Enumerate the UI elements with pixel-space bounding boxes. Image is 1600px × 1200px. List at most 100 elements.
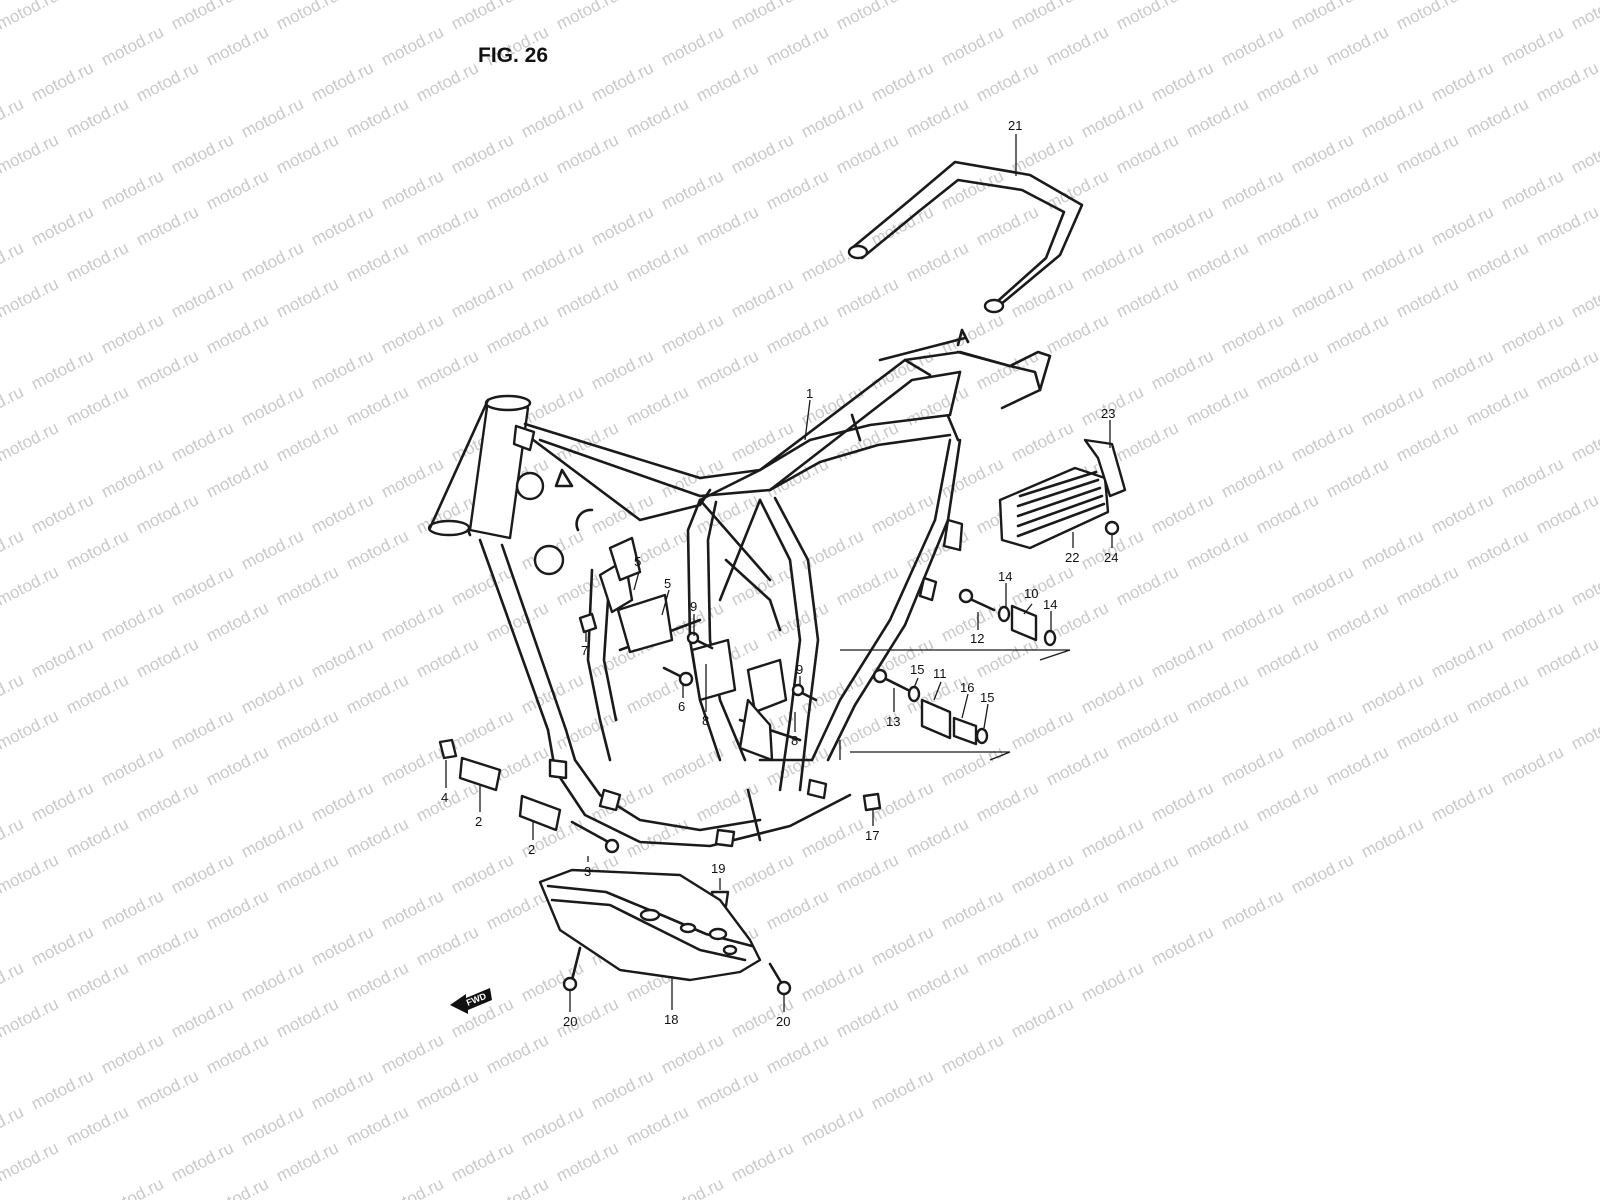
watermark-text: motod.ru: [1288, 562, 1356, 609]
watermark-text: motod.ru: [273, 418, 341, 465]
watermark-text: motod.ru: [0, 274, 62, 321]
watermark-text: motod.ru: [0, 994, 62, 1041]
watermark-text: motod.ru: [238, 1102, 306, 1149]
watermark-text: motod.ru: [833, 562, 901, 609]
watermark-text: motod.ru: [98, 598, 166, 645]
figure-title: FIG. 26: [478, 44, 548, 67]
watermark-text: motod.ru: [343, 526, 411, 573]
watermark-text: motod.ru: [273, 130, 341, 177]
watermark-text: motod.ru: [833, 130, 901, 177]
watermark-text: motod.ru: [63, 382, 131, 429]
watermark-text: motod.ru: [938, 742, 1006, 789]
watermark-text: motod.ru: [518, 1102, 586, 1149]
callout-9-right: 9: [796, 662, 803, 677]
watermark-text: motod.ru: [1008, 850, 1076, 897]
watermark-text: motod.ru: [1078, 814, 1146, 861]
watermark-text: motod.ru: [378, 454, 446, 501]
watermark-text: motod.ru: [63, 238, 131, 285]
callout-18: 18: [664, 1012, 678, 1027]
watermark-text: motod.ru: [553, 130, 621, 177]
watermark-text: motod.ru: [763, 22, 831, 69]
watermark-text: motod.ru: [1288, 418, 1356, 465]
watermark-text: motod.ru: [1463, 526, 1531, 573]
watermark-text: motod.ru: [588, 1066, 656, 1113]
callout-15-left: 15: [910, 662, 924, 677]
watermark-text: motod.ru: [1393, 418, 1461, 465]
hardware-drawing: [438, 588, 1071, 908]
watermark-text: motod.ru: [0, 0, 62, 34]
watermark-text: motod.ru: [1428, 634, 1496, 681]
watermark-text: motod.ru: [518, 94, 586, 141]
callout-10: 10: [1024, 586, 1038, 601]
watermark-text: motod.ru: [133, 490, 201, 537]
watermark-text: motod.ru: [1043, 22, 1111, 69]
watermark-text: motod.ru: [238, 94, 306, 141]
watermark-text: motod.ru: [1008, 994, 1076, 1041]
watermark-text: motod.ru: [1498, 22, 1566, 69]
grab-bar-drawing: [847, 160, 1084, 314]
watermark-text: motod.ru: [728, 1138, 796, 1185]
watermark-text: motod.ru: [798, 814, 866, 861]
watermark-text: motod.ru: [1533, 634, 1600, 681]
watermark-text: motod.ru: [553, 0, 621, 34]
watermark-text: motod.ru: [28, 922, 96, 969]
watermark-text: motod.ru: [133, 58, 201, 105]
watermark-text: motod.ru: [1113, 418, 1181, 465]
watermark-text: motod.ru: [1323, 310, 1391, 357]
watermark-text: motod.ru: [378, 1174, 446, 1200]
watermark-text: motod.ru: [483, 1030, 551, 1077]
watermark-text: motod.ru: [203, 1030, 271, 1077]
watermark-text: motod.ru: [1568, 706, 1600, 753]
watermark-text: motod.ru: [98, 1174, 166, 1200]
watermark-text: motod.ru: [168, 562, 236, 609]
watermark-text: motod.ru: [728, 274, 796, 321]
watermark-text: motod.ru: [378, 742, 446, 789]
watermark-text: motod.ru: [1183, 238, 1251, 285]
callout-17: 17: [865, 828, 879, 843]
watermark-text: motod.ru: [1078, 94, 1146, 141]
watermark-text: motod.ru: [483, 310, 551, 357]
watermark-text: motod.ru: [1183, 670, 1251, 717]
callout-5-upper: 5: [634, 554, 641, 569]
watermark-text: motod.ru: [938, 166, 1006, 213]
watermark-text: motod.ru: [1288, 850, 1356, 897]
watermark-text: motod.ru: [1253, 346, 1321, 393]
watermark-text: motod.ru: [1148, 58, 1216, 105]
watermark-text: motod.ru: [1533, 202, 1600, 249]
watermark-text: motod.ru: [1463, 238, 1531, 285]
watermark-text: motod.ru: [903, 382, 971, 429]
watermark-text: motod.ru: [203, 22, 271, 69]
watermark-text: motod.ru: [938, 454, 1006, 501]
watermark-text: motod.ru: [63, 94, 131, 141]
watermark-text: motod.ru: [1218, 742, 1286, 789]
watermark-text: motod.ru: [168, 1138, 236, 1185]
callout-20-left: 20: [563, 1014, 577, 1029]
callout-22: 22: [1065, 550, 1079, 565]
watermark-text: motod.ru: [868, 922, 936, 969]
watermark-text: motod.ru: [728, 850, 796, 897]
watermark-text: motod.ru: [0, 958, 27, 1005]
watermark-text: motod.ru: [1253, 634, 1321, 681]
callout-5-lower: 5: [664, 576, 671, 591]
watermark-text: motod.ru: [203, 598, 271, 645]
watermark-text: motod.ru: [868, 1066, 936, 1113]
watermark-text: motod.ru: [203, 742, 271, 789]
watermark-text: motod.ru: [273, 850, 341, 897]
watermark-text: motod.ru: [728, 130, 796, 177]
watermark-text: motod.ru: [98, 454, 166, 501]
watermark-text: motod.ru: [973, 778, 1041, 825]
watermark-text: motod.ru: [28, 346, 96, 393]
watermark-text: motod.ru: [0, 814, 27, 861]
watermark-text: motod.ru: [238, 958, 306, 1005]
watermark-text: motod.ru: [378, 598, 446, 645]
watermark-text: motod.ru: [1393, 274, 1461, 321]
watermark-text: motod.ru: [63, 1102, 131, 1149]
watermark-text: motod.ru: [903, 958, 971, 1005]
watermark-text: motod.ru: [798, 94, 866, 141]
watermark-text: motod.ru: [133, 634, 201, 681]
watermark-text: motod.ru: [1428, 778, 1496, 825]
watermark-text: motod.ru: [448, 562, 516, 609]
watermark-text: motod.ru: [763, 886, 831, 933]
watermark-text: motod.ru: [63, 814, 131, 861]
